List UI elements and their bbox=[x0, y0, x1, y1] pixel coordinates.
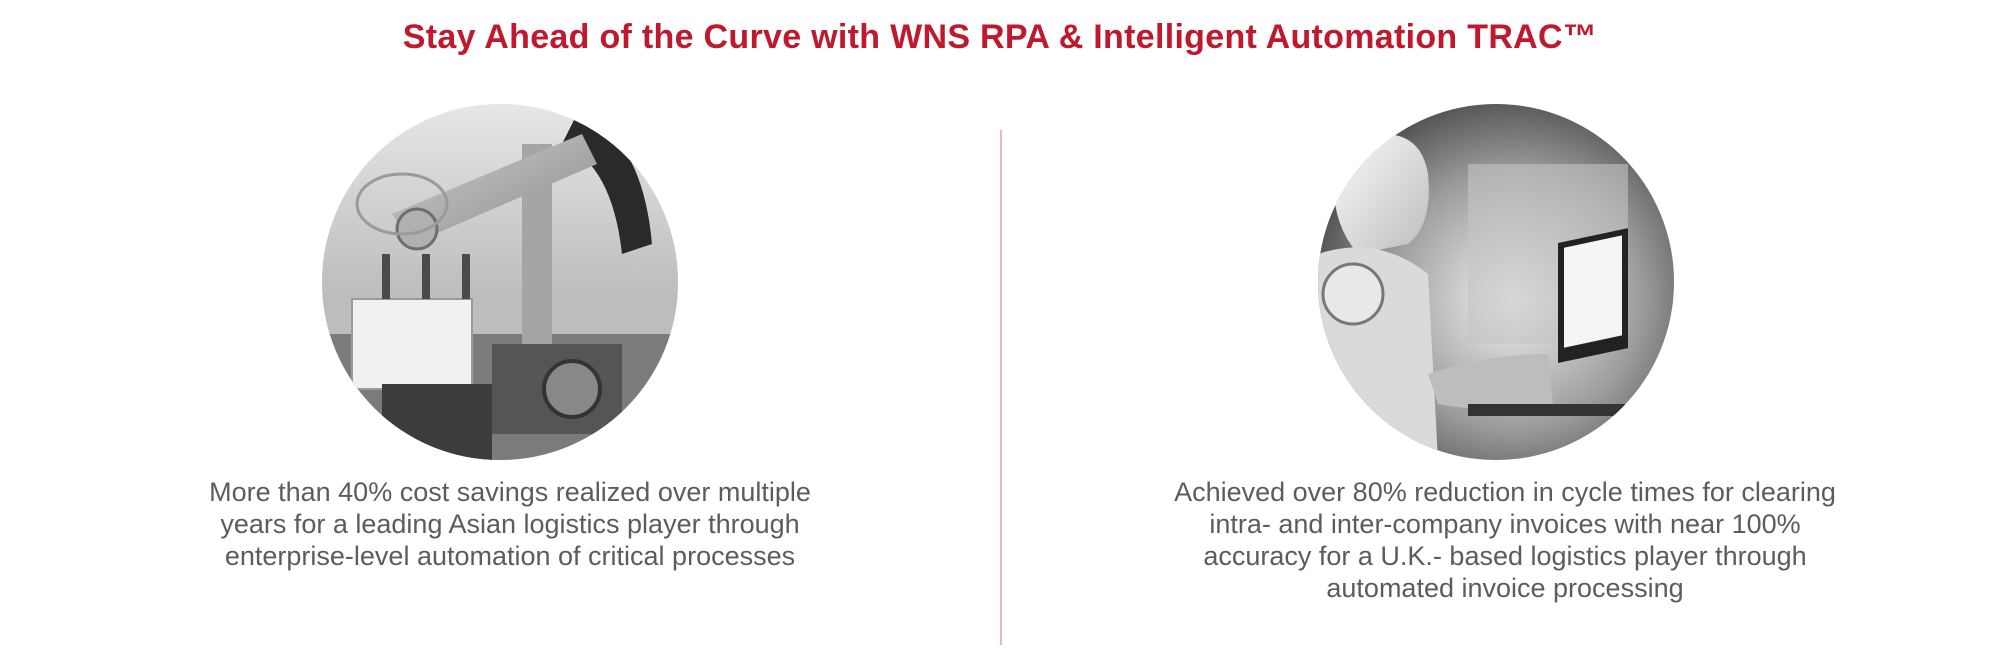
column-divider bbox=[1000, 130, 1002, 645]
case-caption-right: Achieved over 80% reduction in cycle tim… bbox=[1090, 476, 1920, 604]
caption-line: automated invoice processing bbox=[1326, 573, 1684, 603]
robot-laptop-image bbox=[1318, 104, 1674, 460]
caption-line: accuracy for a U.K.- based logistics pla… bbox=[1203, 541, 1807, 571]
robotic-arm-image bbox=[322, 104, 678, 460]
page-title: Stay Ahead of the Curve with WNS RPA & I… bbox=[402, 18, 1598, 56]
case-caption-left: More than 40% cost savings realized over… bbox=[110, 476, 910, 572]
caption-line: intra- and inter-company invoices with n… bbox=[1209, 509, 1801, 539]
caption-line: Achieved over 80% reduction in cycle tim… bbox=[1174, 477, 1836, 507]
caption-line: years for a leading Asian logistics play… bbox=[220, 509, 800, 539]
caption-line: enterprise-level automation of critical … bbox=[224, 541, 796, 571]
caption-line: More than 40% cost savings realized over… bbox=[209, 477, 811, 507]
